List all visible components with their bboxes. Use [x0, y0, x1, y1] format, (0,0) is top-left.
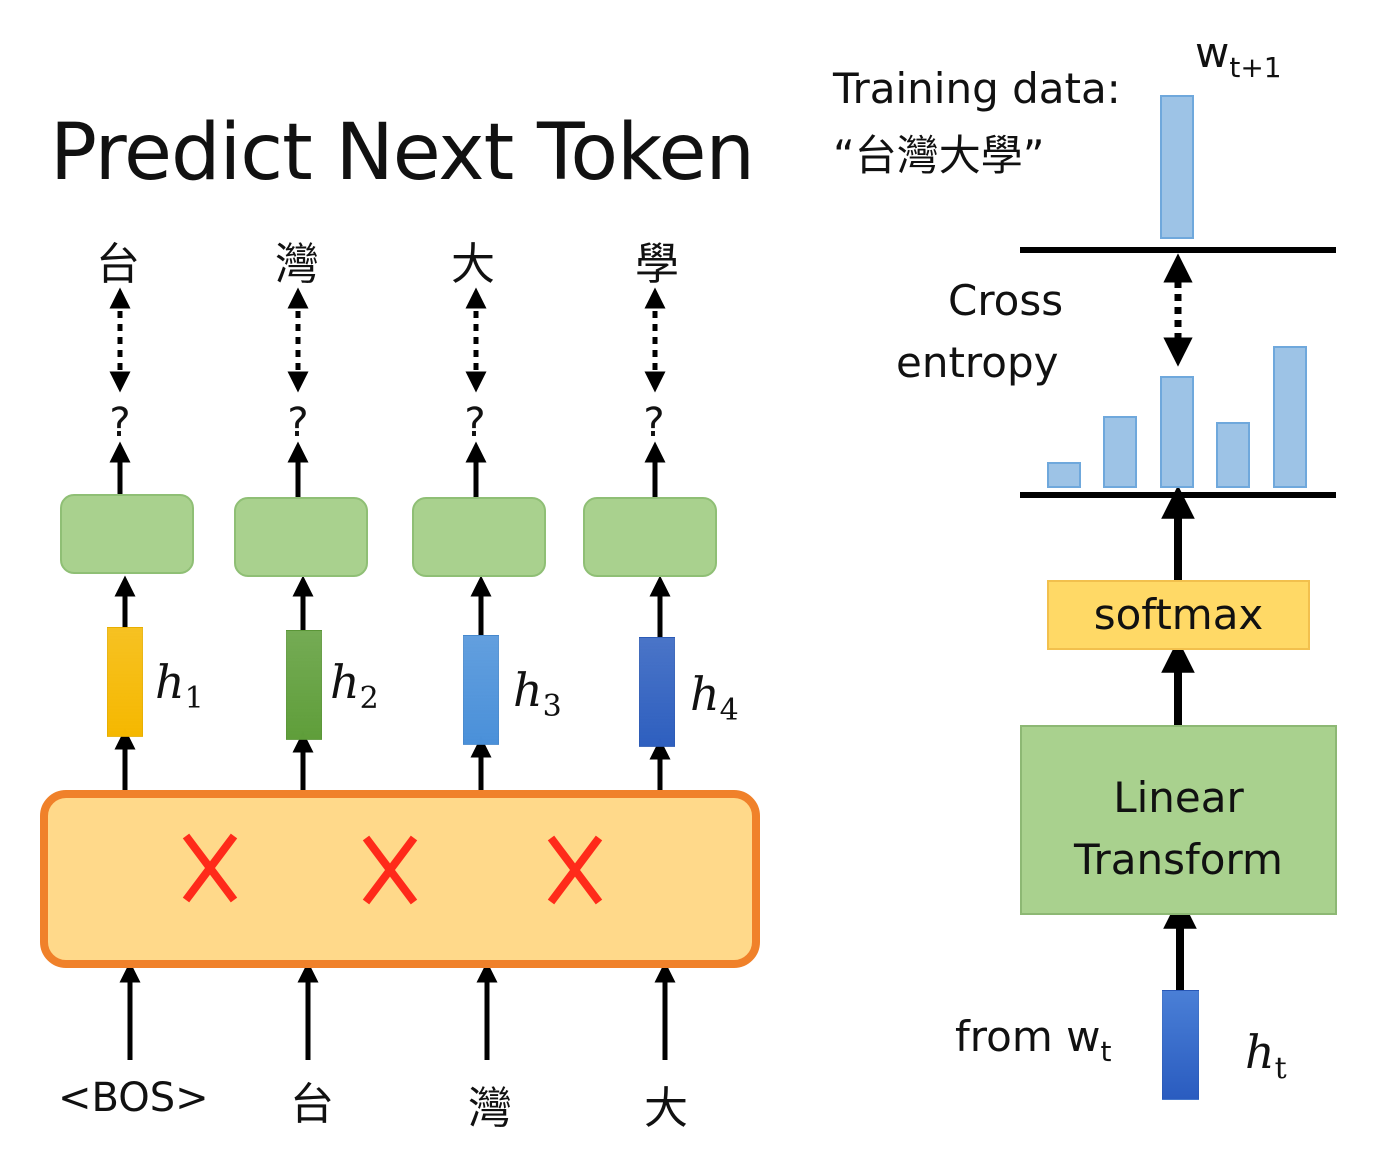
- target-distribution-axis: [1020, 247, 1336, 253]
- training-data-text: “台灣大學”: [833, 131, 1045, 180]
- from-wt-base: from w: [955, 1012, 1101, 1061]
- prediction-3: ?: [464, 400, 486, 446]
- from-wt-label: from wt: [955, 1012, 1111, 1068]
- target-token-2: 灣: [275, 239, 319, 290]
- hidden-vector-h3: [463, 635, 499, 745]
- predicted-distribution-axis: [1020, 492, 1336, 498]
- output-head-3: [412, 497, 546, 577]
- hidden-label-h3-sub: 3: [542, 689, 562, 724]
- predicted-distribution-bar-1: [1047, 462, 1081, 488]
- hidden-label-h1-base: h: [155, 655, 185, 709]
- linear-transform-line1: Linear: [1113, 773, 1244, 822]
- input-token-bos: <BOS>: [58, 1075, 209, 1121]
- hidden-label-ht-sub: t: [1274, 1051, 1287, 1086]
- hidden-label-h4: h4: [690, 667, 739, 728]
- target-token-1: 台: [96, 239, 140, 290]
- mask-x-icon-3: [545, 834, 605, 906]
- mask-x-icon-1: [180, 832, 240, 904]
- prediction-1: ?: [109, 400, 131, 446]
- target-word-sub: t+1: [1229, 51, 1282, 84]
- hidden-label-h1-sub: 1: [184, 681, 204, 716]
- target-token-4: 學: [635, 239, 679, 290]
- softmax-block: softmax: [1047, 580, 1310, 650]
- cross-entropy-label-line2: entropy: [896, 338, 1059, 387]
- hidden-label-h2: h2: [330, 655, 379, 716]
- hidden-label-h1: h1: [155, 655, 204, 716]
- output-head-2: [234, 497, 368, 577]
- output-head-1: [60, 494, 194, 574]
- input-token-1: 台: [290, 1079, 334, 1130]
- target-word-base: w: [1195, 28, 1230, 77]
- hidden-label-h3: h3: [513, 663, 562, 724]
- hidden-label-ht: ht: [1245, 1025, 1287, 1086]
- predicted-distribution-bar-5: [1273, 346, 1307, 488]
- target-word-label: wt+1: [1195, 28, 1282, 84]
- predicted-distribution-bar-3: [1160, 376, 1194, 488]
- linear-transform-block: Linear Transform: [1020, 725, 1337, 915]
- predicted-distribution-bar-2: [1103, 416, 1137, 488]
- output-head-4: [583, 497, 717, 577]
- cross-entropy-label-line1: Cross: [948, 276, 1064, 325]
- target-token-3: 大: [451, 239, 495, 290]
- linear-transform-line2: Transform: [1074, 835, 1283, 884]
- hidden-vector-h4: [639, 637, 675, 747]
- hidden-vector-h2: [286, 630, 322, 740]
- input-token-2: 灣: [468, 1083, 512, 1134]
- hidden-label-h2-sub: 2: [359, 681, 379, 716]
- hidden-label-ht-base: h: [1245, 1025, 1275, 1079]
- hidden-label-h4-sub: 4: [719, 693, 739, 728]
- prediction-4: ?: [643, 400, 665, 446]
- target-distribution-bar-3: [1160, 95, 1194, 239]
- hidden-vector-h1: [107, 627, 143, 737]
- hidden-vector-ht: [1162, 990, 1199, 1100]
- from-wt-sub: t: [1100, 1035, 1112, 1068]
- hidden-label-h3-base: h: [513, 663, 543, 717]
- mask-x-icon-2: [360, 834, 420, 906]
- slide-title: Predict Next Token: [50, 108, 755, 198]
- training-data-label: Training data:: [833, 64, 1121, 113]
- hidden-label-h4-base: h: [690, 667, 720, 721]
- predicted-distribution-bar-4: [1216, 422, 1250, 488]
- prediction-2: ?: [287, 400, 309, 446]
- hidden-label-h2-base: h: [330, 655, 360, 709]
- input-token-3: 大: [644, 1083, 688, 1134]
